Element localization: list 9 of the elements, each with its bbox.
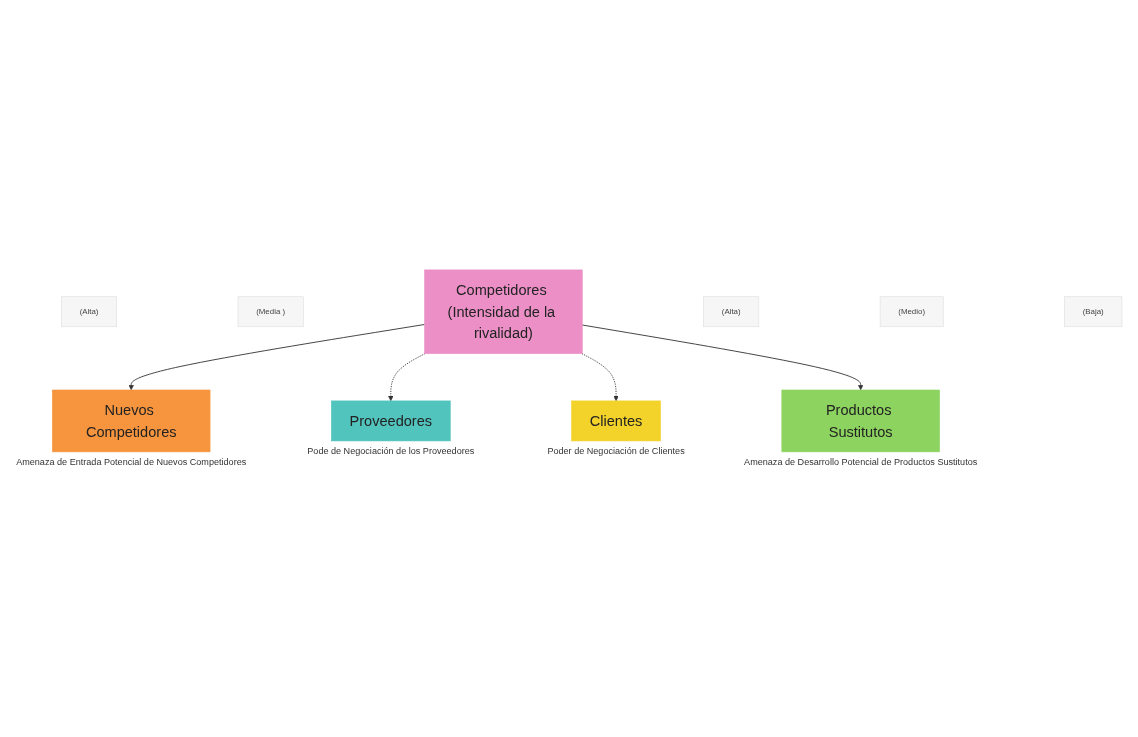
node-box: Productos Sustitutos — [781, 389, 940, 453]
node-box: Nuevos Competidores — [52, 389, 211, 453]
node-label: Amenaza de Entrada Potencial de Nuevos Competidores — [16, 457, 247, 468]
node-label: Pode de Negociación de los Proveedores — [307, 446, 475, 457]
node-label: Amenaza de Desarrollo Potencial de Productos Sustitutos — [744, 457, 978, 468]
node-label: Poder de Negociación de Clientes — [547, 446, 685, 457]
node-box: Clientes — [571, 400, 661, 442]
node-box: Competidores (Intensidad de la rivalidad) — [424, 269, 583, 354]
node-box: Proveedores — [331, 400, 451, 442]
